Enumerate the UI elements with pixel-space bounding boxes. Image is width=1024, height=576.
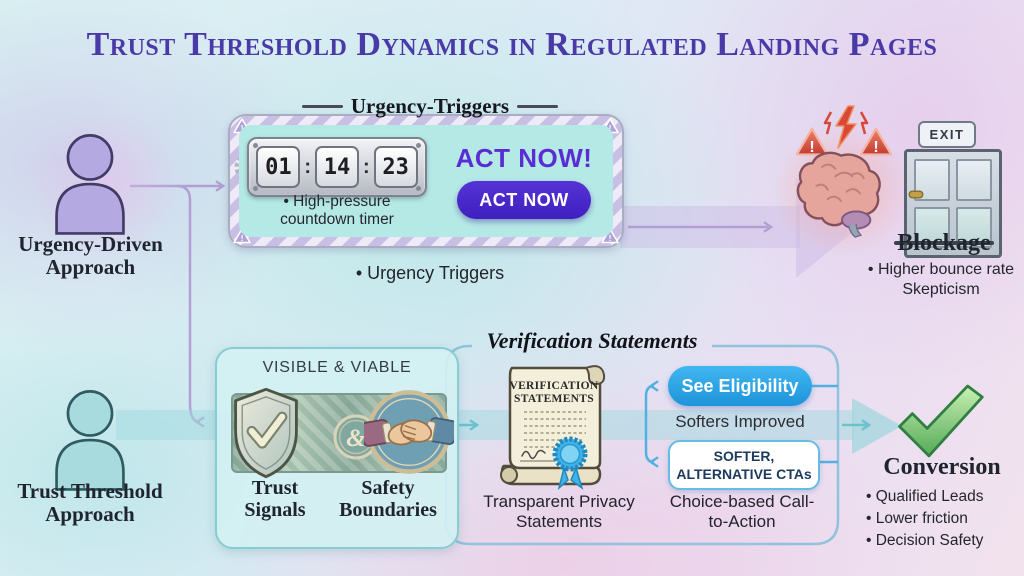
verification-section-title: Verification Statements [486,328,698,353]
timer-caption: • High-pressure countdown timer [280,193,394,228]
conversion-title: Conversion [883,454,1001,480]
trust-signals-label: Trust Signals [244,477,306,522]
softers-improved-note: Softers Improved [675,412,805,431]
svg-text:!: ! [809,139,814,156]
softer-alternative-cta-box[interactable]: SOFTER, ALTERNATIVE CTAs [668,440,820,490]
urgency-persona-icon [55,134,125,235]
shield-check-icon [234,387,298,479]
exit-door [904,149,1002,258]
exit-sign: EXIT [918,121,976,148]
timer-colon: : [304,155,311,178]
handshake-icon [364,390,454,474]
rivet [416,186,421,191]
door-panel [956,159,992,201]
page-title: Trust Threshold Dynamics in Regulated La… [86,26,938,63]
rivet [253,143,258,148]
svg-text:!: ! [873,139,878,156]
door-threshold [894,241,994,245]
timer-colon: : [363,155,370,178]
scroll-caption: Transparent Privacy Statements [483,492,635,532]
rivet [416,143,421,148]
timer-minutes: 14 [315,146,359,188]
trust-persona-icon [55,390,125,491]
conversion-bullet: • Qualified Leads [866,488,984,505]
verification-scroll-icon: Verification Statements [500,365,606,491]
alt-cta-line: ALTERNATIVE CTAs [676,466,812,482]
blockage-title: Blockage [897,230,991,256]
countdown-timer: 01 : 14 : 23 [234,137,440,197]
conversion-bullet: • Decision Safety [866,532,984,549]
brain-icon [796,151,881,238]
urgency-box-title: Urgency-Triggers [302,94,558,119]
urgency-persona-label: Urgency-Driven Approach [18,232,163,279]
bracket-to-primary-cta [644,380,659,424]
blockage-bullet: Skepticism [902,281,980,298]
svg-text:!: ! [241,233,244,243]
urgency-flow-band [620,206,800,248]
urgency-triggers-caption: • Urgency Triggers [355,263,505,283]
alert-triangle-icon: ! [859,127,893,156]
title-dash-right [517,105,558,108]
act-now-headline: ACT NOW! [455,143,593,173]
see-eligibility-button[interactable]: See Eligibility [668,366,812,406]
alt-cta-line: SOFTER, [713,447,775,464]
visible-viable-box: VISIBLE & VIABLE & Trust Signals Sa [215,347,459,549]
lightning-icon [823,105,869,149]
success-checkmark-icon [898,384,984,458]
countdown-column: 01 : 14 : 23 • High-pressure countdown t… [234,125,440,237]
svg-text:Statements: Statements [514,393,594,405]
blockage-bullet: • Higher bounce rate [867,261,1015,278]
visible-viable-title: VISIBLE & VIABLE [262,359,412,376]
choice-cta-caption: Choice-based Call-to-Action [669,492,815,532]
timer-seconds: 23 [373,146,418,188]
svg-text:!: ! [609,233,612,243]
cta-column: ACT NOW! ACT NOW [435,125,613,237]
timer-hours: 01 [256,146,301,188]
door-handle [910,192,922,197]
persona-branch-down-connector [176,184,205,428]
svg-text:Verification: Verification [509,380,598,392]
svg-text:!: ! [609,123,612,133]
rivet [253,186,258,191]
urgency-inner-panel: 01 : 14 : 23 • High-pressure countdown t… [234,125,613,237]
bracket-to-alt-cta [644,424,659,468]
urgency-triggers-box: ! ! ! ! [228,114,624,248]
conversion-bullet: • Lower friction [866,510,968,527]
title-dash-left [302,105,343,108]
alert-triangle-icon: ! [795,127,829,156]
act-now-button[interactable]: ACT NOW [457,181,591,219]
trust-persona-label: Trust Threshold Approach [17,479,163,526]
safety-boundaries-label: Safety Boundaries [339,477,437,522]
